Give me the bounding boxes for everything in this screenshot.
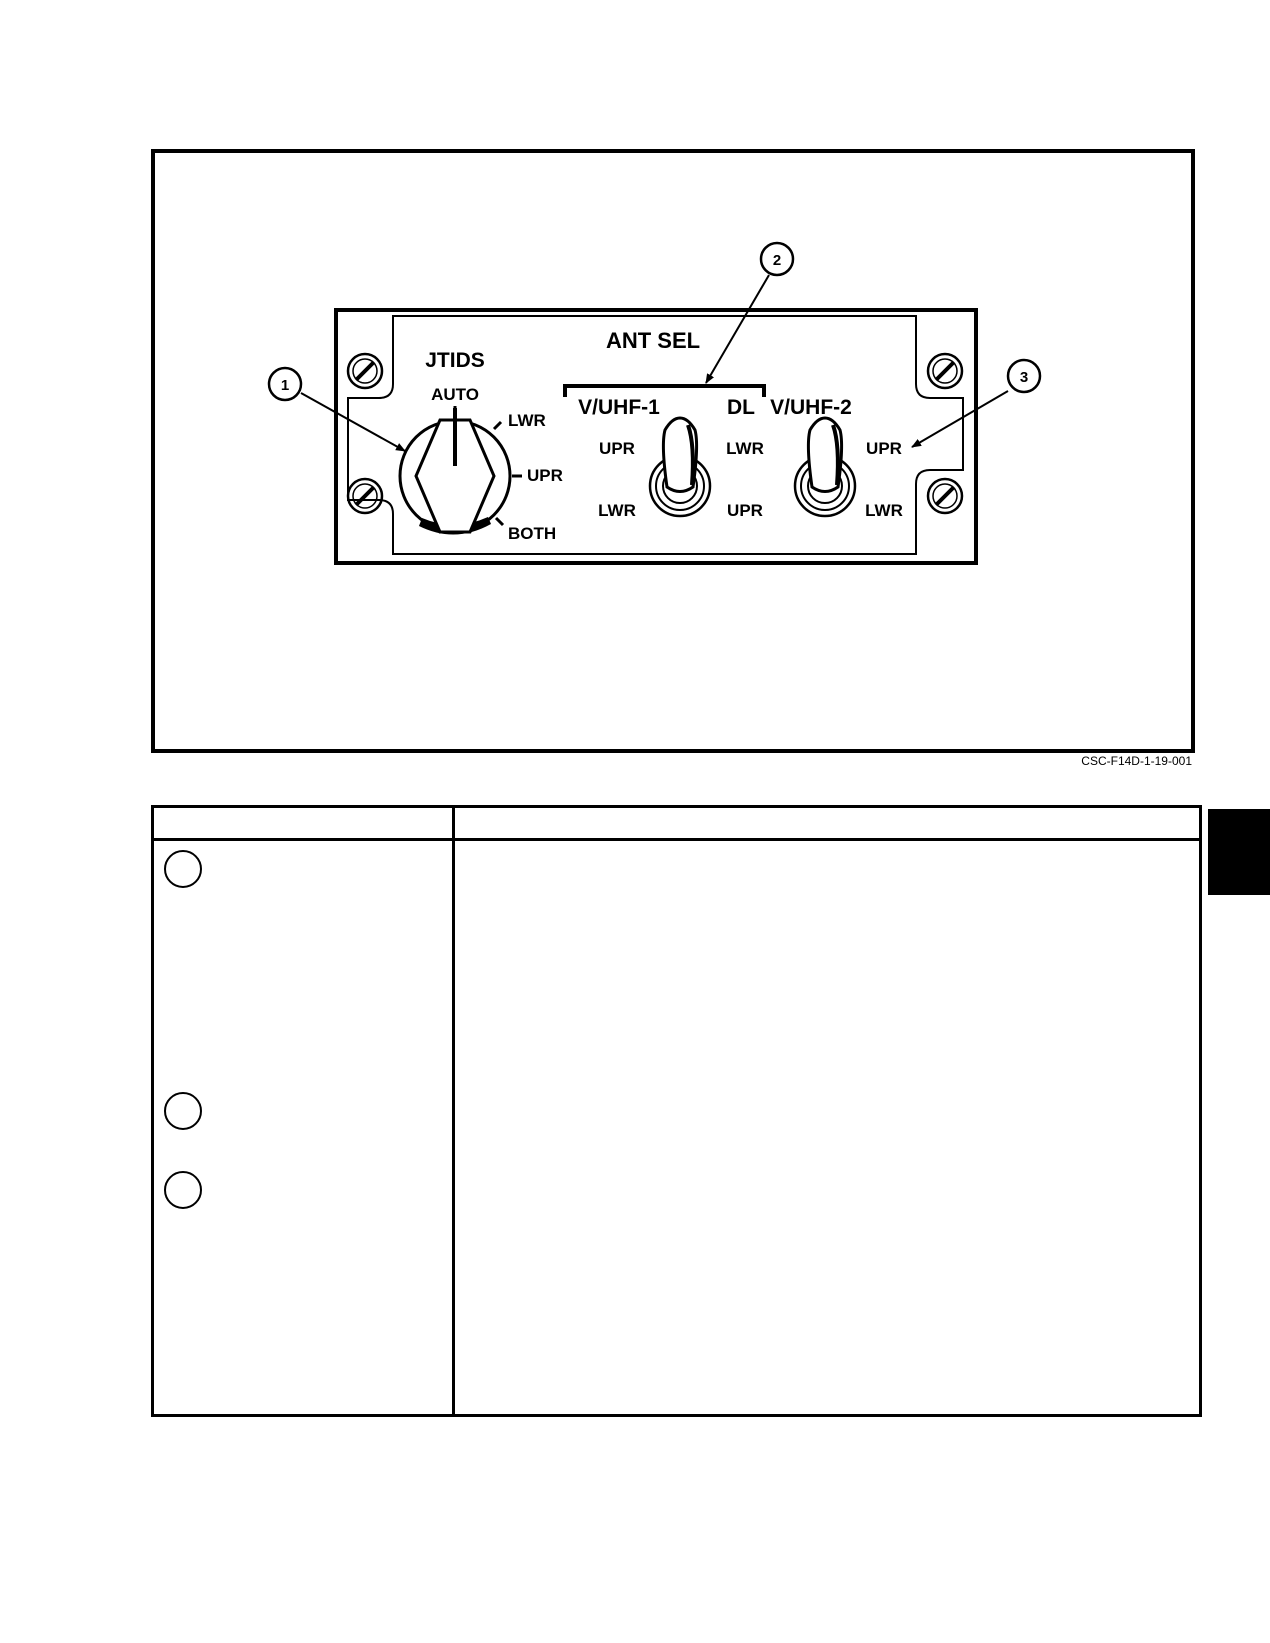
switch1-left-upper: UPR [599,439,635,458]
bracket [563,384,766,397]
callout-bubble: 2 [759,241,795,277]
screw-icon [346,352,384,390]
vuhf2-toggle-switch[interactable] [793,416,857,518]
detent-tick [494,516,505,527]
legend-item-marker [164,1092,202,1130]
bracket-label-dl: DL [727,396,755,419]
callout-leader [705,274,770,384]
switch1-left-lower: LWR [598,501,636,520]
legend-column-divider [452,808,455,1414]
legend-item-marker [164,1171,202,1209]
panel-face [347,315,964,555]
callout-bubble: 1 [267,366,303,402]
legend-item-marker [164,850,202,888]
bracket-label-vuhf1: V/UHF-1 [578,396,660,419]
figure-code: CSC-F14D-1-19-001 [1081,754,1192,768]
switch2-lower: LWR [865,501,903,520]
jtids-position-upr: UPR [527,466,563,485]
callout-number: 2 [773,252,781,269]
detent-tick [492,420,503,431]
switch1-right-upper: LWR [726,439,764,458]
switch2-label: V/UHF-2 [770,396,852,419]
switch1-right-lower: UPR [727,501,763,520]
screw-icon [346,477,384,515]
vuhf1-dl-toggle-switch[interactable] [648,416,712,518]
callout-number: 1 [281,377,289,394]
screw-icon [926,352,964,390]
jtids-position-both: BOTH [508,524,556,543]
callout-bubble: 3 [1006,358,1042,394]
jtids-selector-knob[interactable] [398,408,512,535]
callout-leader [911,390,1009,448]
switch2-upper: UPR [866,439,902,458]
panel-title: ANT SEL [606,328,700,353]
callout-leader [300,392,406,452]
legend-table [151,805,1202,1417]
legend-header [154,808,1199,841]
jtids-position-lwr: LWR [508,411,546,430]
figure-frame [151,149,1195,753]
callout-number: 3 [1020,369,1028,386]
jtids-label: JTIDS [425,349,485,372]
panel-plate [334,308,978,565]
section-tab [1208,809,1270,895]
jtids-position-auto: AUTO [431,385,479,404]
screw-icon [926,477,964,515]
